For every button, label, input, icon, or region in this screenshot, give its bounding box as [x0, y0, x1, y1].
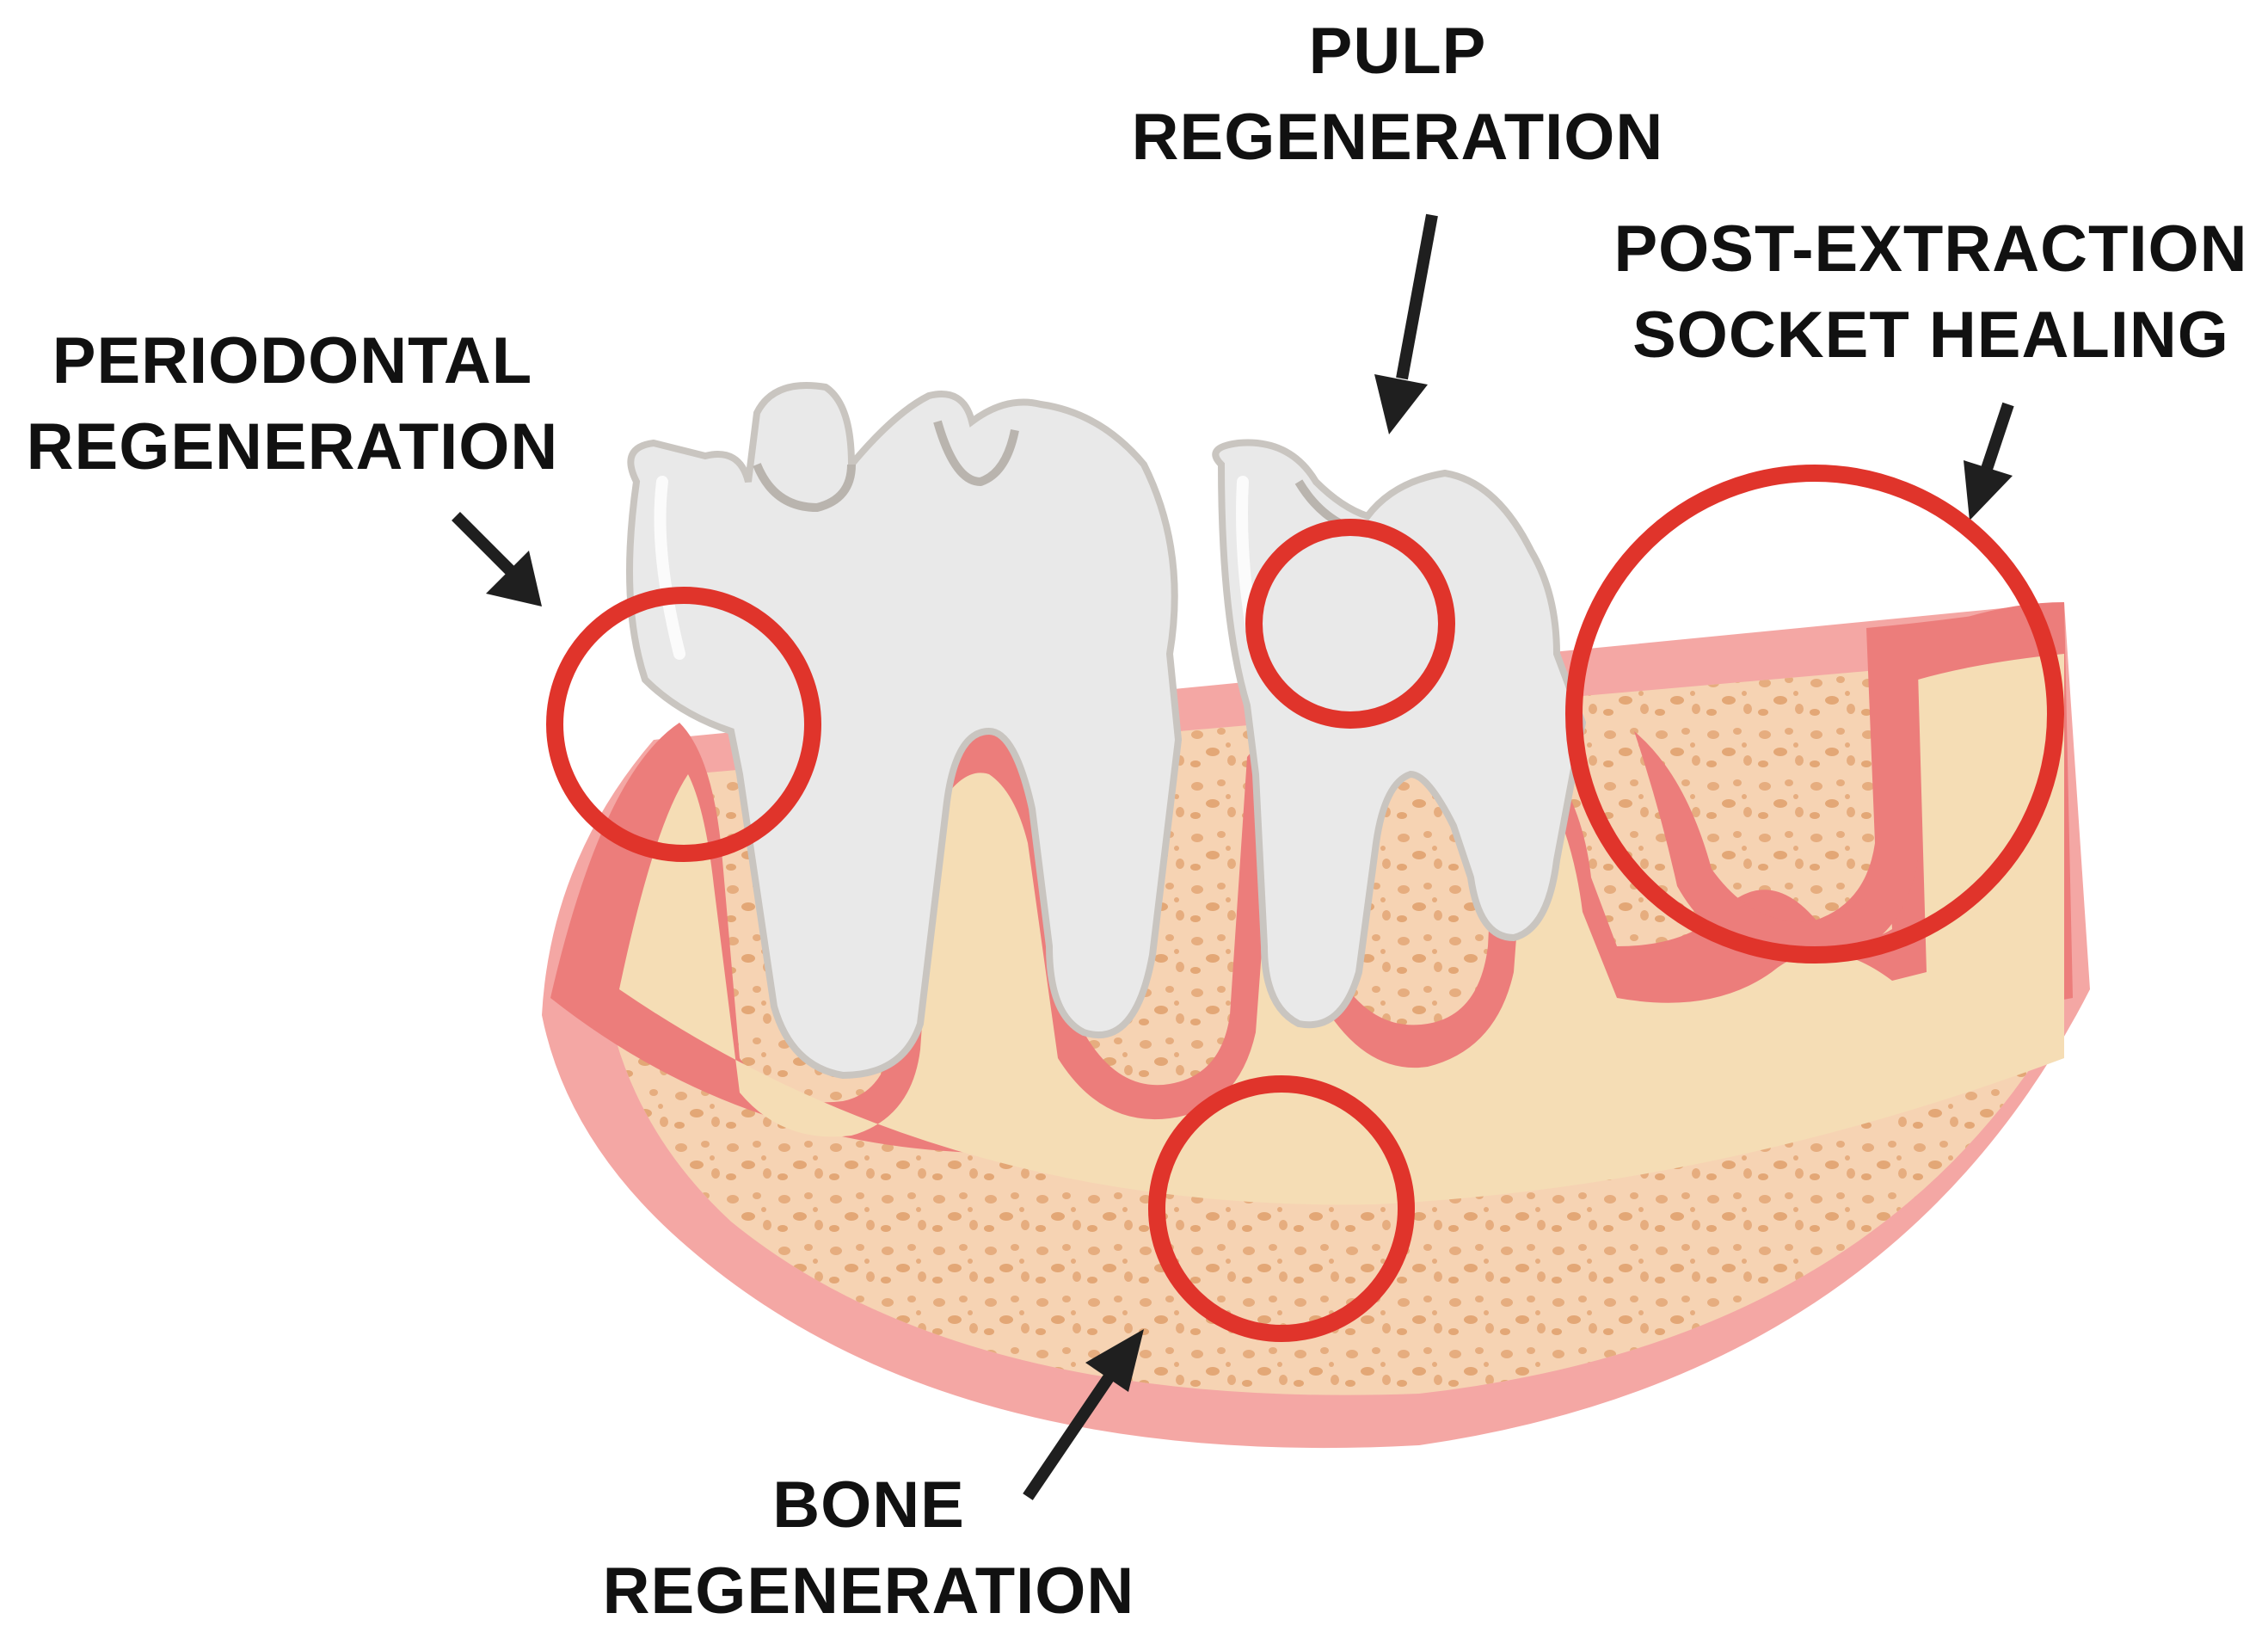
label-periodontal-regeneration: PERIODONTAL REGENERATION [17, 318, 568, 490]
label-socket-line2: SOCKET HEALING [1632, 299, 2229, 372]
label-pulp-line1: PULP [1308, 15, 1487, 88]
label-bone-line1: BONE [772, 1468, 965, 1542]
extraction-socket [1634, 602, 2064, 964]
label-bone-line2: REGENERATION [602, 1555, 1135, 1628]
arrow-pulp [1374, 213, 1438, 434]
arrow-bone [1023, 1329, 1144, 1500]
label-socket-line1: POST-EXTRACTION [1613, 212, 2248, 286]
arrow-periodontal [452, 512, 542, 606]
label-pulp-line2: REGENERATION [1131, 101, 1664, 174]
label-periodontal-line1: PERIODONTAL [52, 324, 533, 397]
arrow-socket [1964, 402, 2014, 520]
label-periodontal-line2: REGENERATION [26, 410, 559, 483]
label-pulp-regeneration: PULP REGENERATION [1118, 9, 1677, 181]
circle-socket [1565, 465, 2064, 964]
highlight-circles [546, 465, 2064, 1342]
circle-pulp [1245, 519, 1455, 729]
circle-periodontal [546, 587, 821, 862]
label-post-extraction-socket-healing: POST-EXTRACTION SOCKET HEALING [1600, 206, 2262, 379]
molar-left [626, 382, 1183, 1080]
circle-bone [1148, 1075, 1415, 1342]
arrows [452, 213, 2014, 1500]
label-bone-regeneration: BONE REGENERATION [602, 1462, 1135, 1635]
